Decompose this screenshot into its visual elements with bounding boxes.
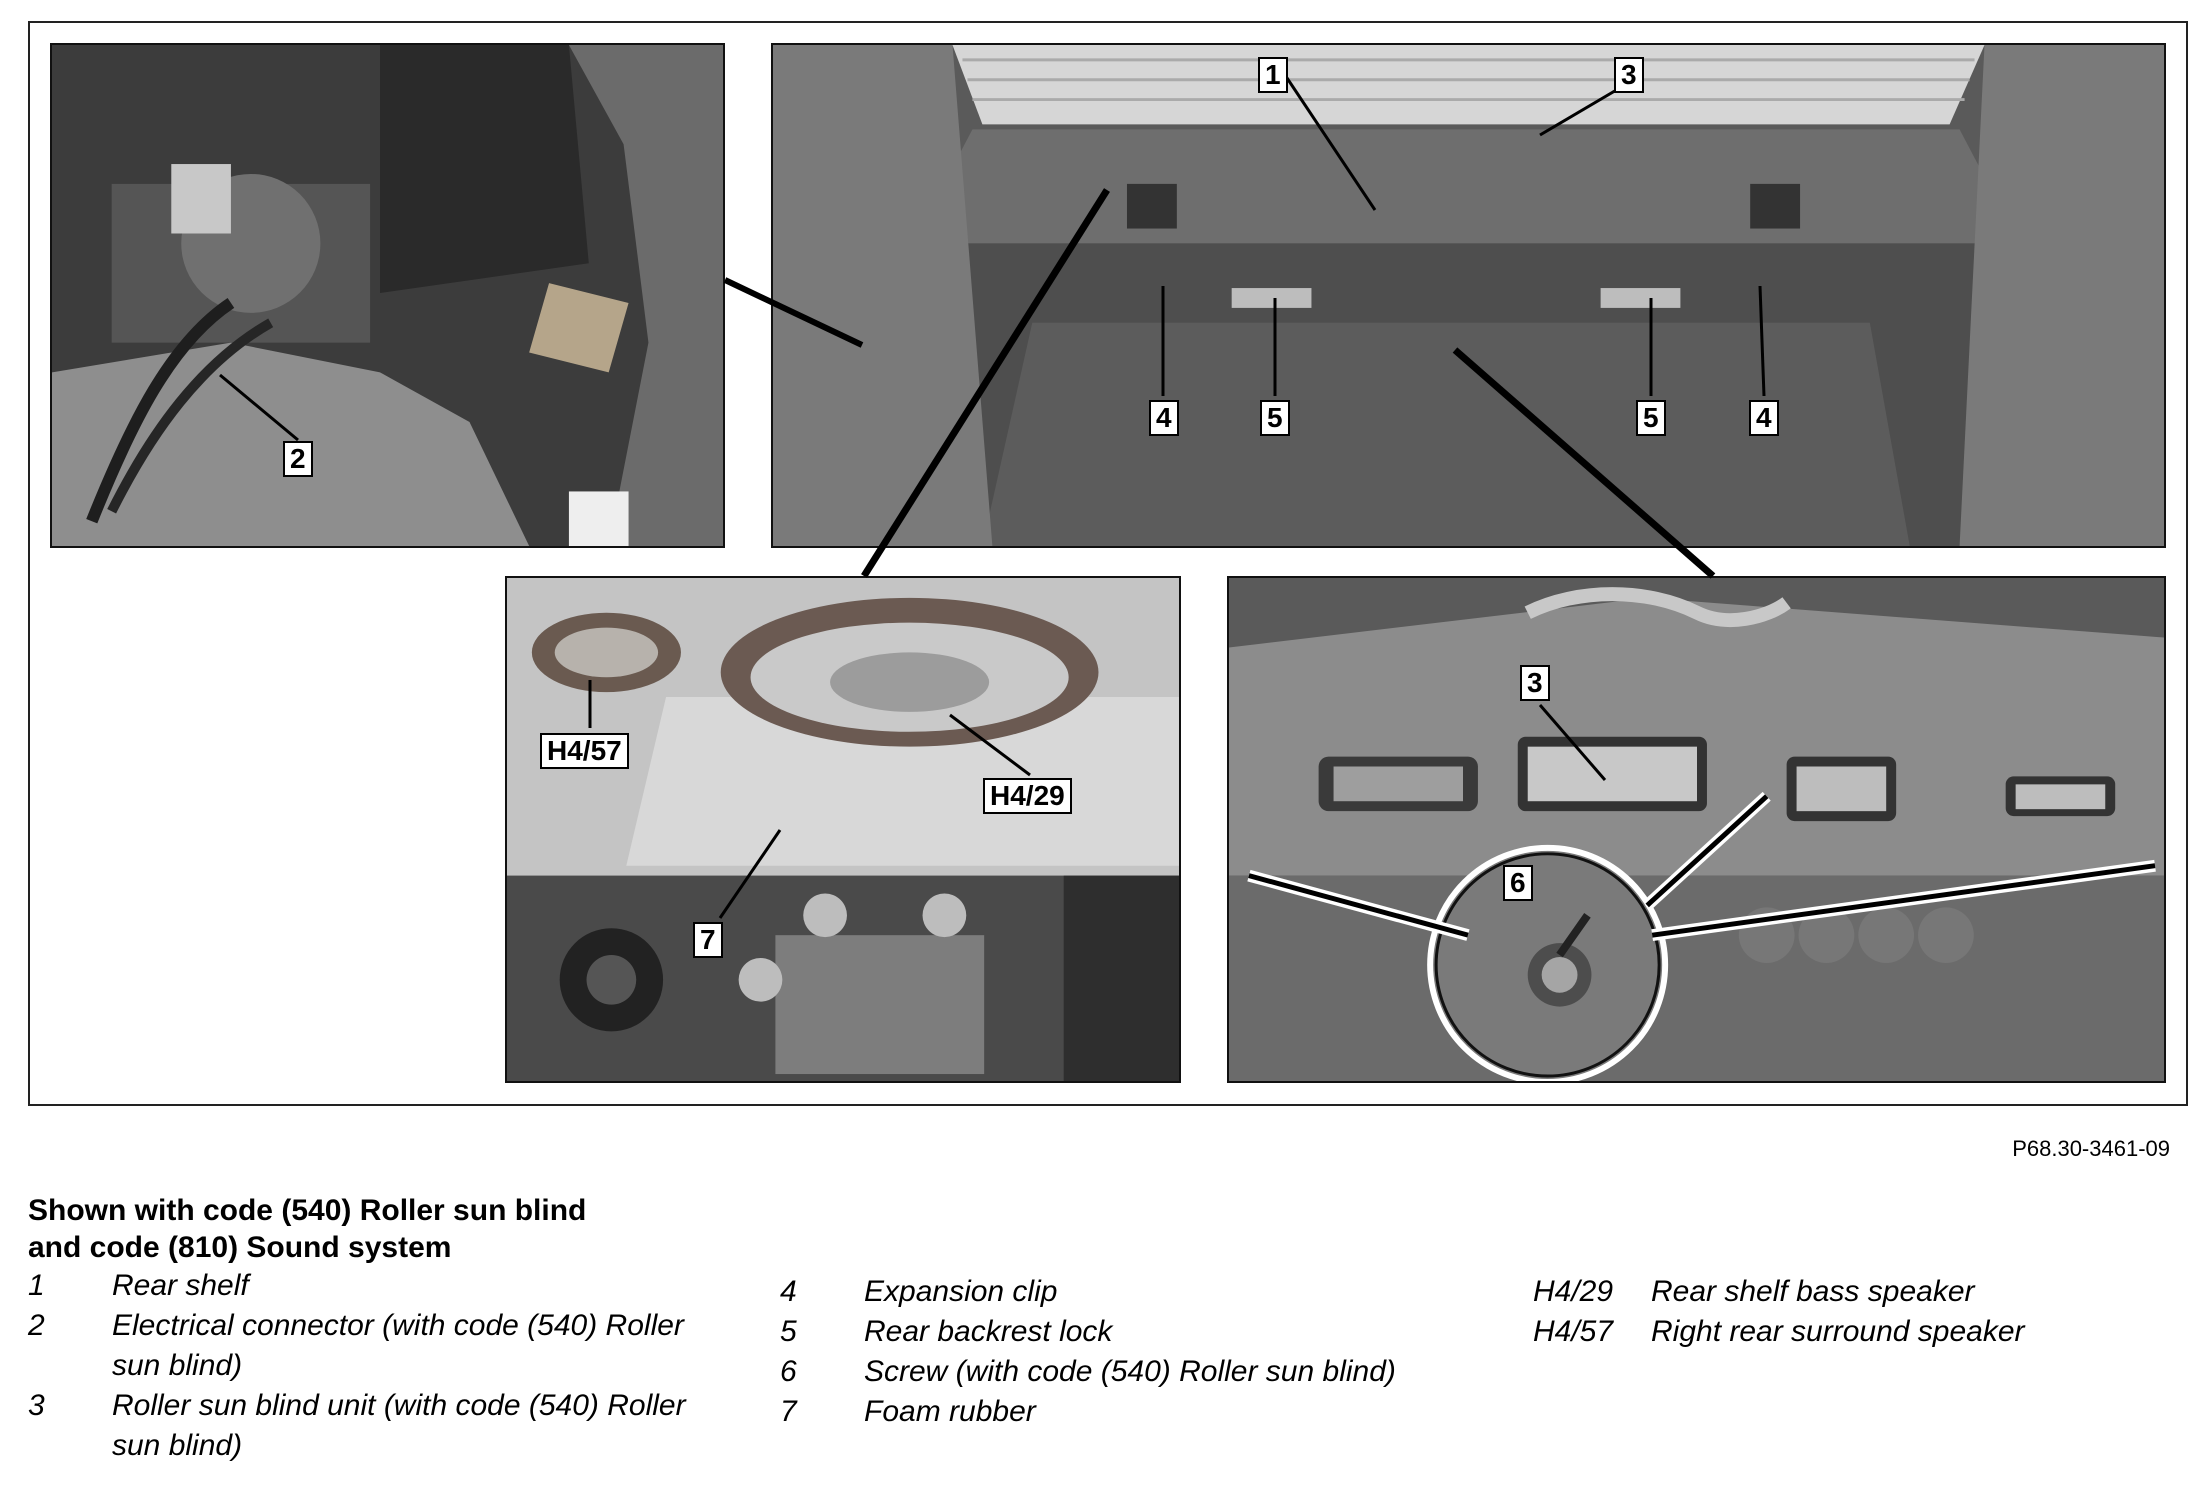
legend-key: 6: [780, 1355, 797, 1388]
connector-detail-photo: [50, 43, 725, 548]
caption-heading-line-2: and code (810) Sound system: [28, 1231, 452, 1264]
legend-item: 7 Foam rubber: [780, 1392, 1420, 1432]
speaker-detail-photo: [505, 576, 1181, 1083]
legend-desc: Roller sun blind unit (with code (540) R…: [112, 1389, 686, 1462]
legend-column-2: 4 Expansion clip 5 Rear backrest lock 6 …: [780, 1272, 1420, 1432]
legend-desc: Rear shelf bass speaker: [1651, 1275, 1975, 1308]
image-reference: P68.30-3461-09: [2012, 1136, 2170, 1161]
callout-h4-29: H4/29: [983, 778, 1072, 814]
callout-6: 6: [1503, 865, 1533, 901]
callout-3-detail: 3: [1520, 665, 1550, 701]
legend-desc: Right rear surround speaker: [1651, 1315, 2025, 1348]
legend-item: H4/57 Right rear surround speaker: [1533, 1312, 2173, 1352]
roller-blind-unit-photo: [1227, 576, 2166, 1083]
legend-desc: Foam rubber: [864, 1395, 1036, 1428]
legend-key: H4/29: [1533, 1275, 1614, 1308]
legend-desc: Electrical connector (with code (540) Ro…: [112, 1309, 684, 1382]
legend-desc: Expansion clip: [864, 1275, 1058, 1308]
legend-item: 4 Expansion clip: [780, 1272, 1420, 1312]
legend-desc: Rear backrest lock: [864, 1315, 1113, 1348]
callout-5-left: 5: [1260, 400, 1290, 436]
rear-shelf-overview-photo: [771, 43, 2166, 548]
callout-4-left: 4: [1149, 400, 1179, 436]
legend-column-1: 1 Rear shelf 2 Electrical connector (wit…: [28, 1266, 718, 1466]
legend-item: 2 Electrical connector (with code (540) …: [28, 1306, 718, 1386]
callout-1: 1: [1258, 57, 1288, 93]
callout-7: 7: [693, 922, 723, 958]
callout-5-right: 5: [1636, 400, 1666, 436]
legend-key: 5: [780, 1315, 797, 1348]
legend-key: 7: [780, 1395, 797, 1428]
callout-2: 2: [283, 441, 313, 477]
legend-desc: Screw (with code (540) Roller sun blind): [864, 1355, 1396, 1388]
legend-item: 6 Screw (with code (540) Roller sun blin…: [780, 1352, 1420, 1392]
legend-key: H4/57: [1533, 1315, 1614, 1348]
caption-heading-line-1: Shown with code (540) Roller sun blind: [28, 1194, 587, 1227]
legend-key: 1: [28, 1269, 45, 1302]
legend-key: 4: [780, 1275, 797, 1308]
legend-item: 1 Rear shelf: [28, 1266, 718, 1306]
caption-heading: Shown with code (540) Roller sun blind a…: [28, 1192, 728, 1266]
legend-key: 2: [28, 1309, 45, 1342]
legend-item: H4/29 Rear shelf bass speaker: [1533, 1272, 2173, 1312]
callout-4-right: 4: [1749, 400, 1779, 436]
legend-item: 3 Roller sun blind unit (with code (540)…: [28, 1386, 718, 1466]
legend-key: 3: [28, 1389, 45, 1422]
callout-h4-57: H4/57: [540, 733, 629, 769]
legend-column-3: H4/29 Rear shelf bass speaker H4/57 Righ…: [1533, 1272, 2173, 1352]
legend-item: 5 Rear backrest lock: [780, 1312, 1420, 1352]
legend-desc: Rear shelf: [112, 1269, 249, 1302]
callout-3: 3: [1614, 57, 1644, 93]
